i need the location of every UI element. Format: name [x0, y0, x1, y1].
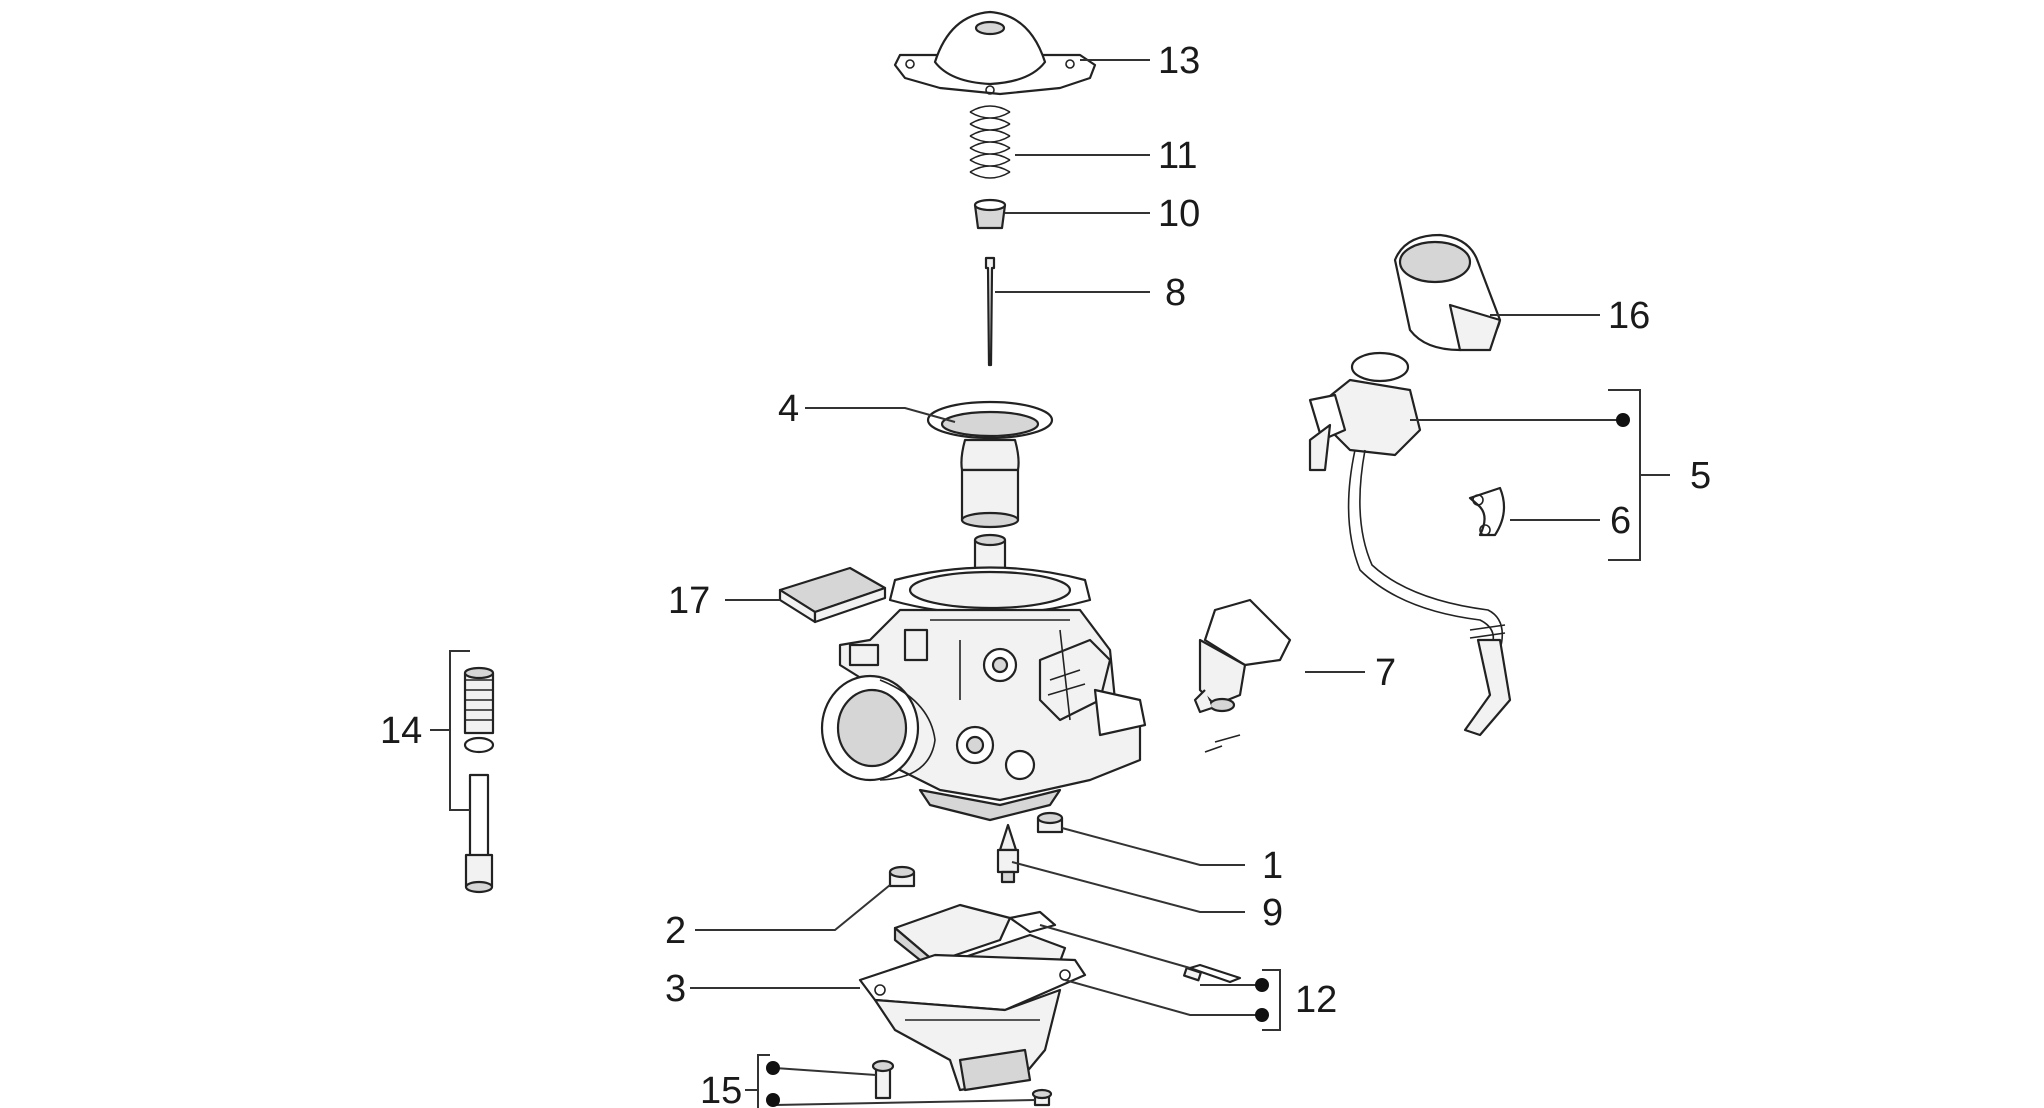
callout-1: 1 [1262, 845, 1283, 887]
part-16-cap [1393, 233, 1502, 352]
part-17-filter-pad [778, 566, 887, 624]
part-1-main-jet [1036, 811, 1064, 834]
part-6-clip [1468, 486, 1506, 537]
part-11-spring [969, 105, 1011, 179]
callout-4: 4 [778, 388, 799, 430]
part-7-choke-plunger [1193, 598, 1292, 753]
part-10-needle-retainer [973, 198, 1007, 230]
callout-2: 2 [665, 910, 686, 952]
callout-3: 3 [665, 968, 686, 1010]
callout-labels: 13 11 10 8 4 17 7 16 5 6 1 9 2 12 3 14 1… [380, 40, 1711, 1108]
part-5-auto-choke [1308, 351, 1512, 737]
part-3-float-bowl [858, 953, 1087, 1092]
callout-14: 14 [380, 710, 422, 752]
callout-8: 8 [1165, 272, 1186, 314]
callout-9: 9 [1262, 892, 1283, 934]
part-4-diaphragm-slide [926, 400, 1054, 529]
callout-6: 6 [1610, 500, 1631, 542]
callout-12: 12 [1295, 979, 1337, 1021]
carburetor-body [820, 533, 1147, 822]
callout-17: 17 [668, 580, 710, 622]
part-2-drain-plug [888, 865, 916, 888]
part-9-float-needle [996, 823, 1020, 884]
leader-lines [430, 59, 1670, 1108]
part-14-idle-screw [463, 666, 495, 894]
callout-13: 13 [1158, 40, 1200, 82]
callout-10: 10 [1158, 193, 1200, 235]
part-8-jet-needle [984, 256, 996, 367]
callout-15: 15 [700, 1070, 742, 1108]
callout-5: 5 [1690, 455, 1711, 497]
callout-16: 16 [1608, 295, 1650, 337]
callout-11: 11 [1158, 135, 1197, 177]
part-15-screws [871, 1059, 1053, 1107]
part-13-top-cover [893, 10, 1097, 96]
callout-7: 7 [1375, 652, 1396, 694]
reference-dots [766, 413, 1630, 1107]
